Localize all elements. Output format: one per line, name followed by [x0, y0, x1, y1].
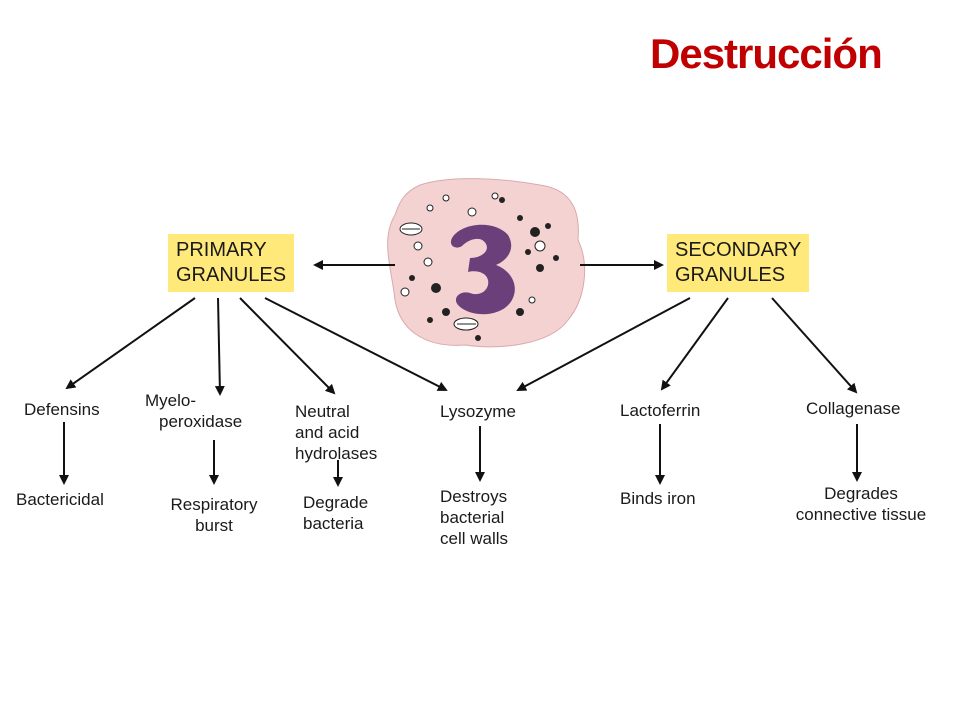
- enzyme-neutral-acid-hydrolases: Neutral and acid hydrolases: [295, 401, 377, 464]
- effect-degrades-line1: Degrades: [824, 484, 898, 503]
- neutrophil-cell-illustration: [387, 178, 586, 348]
- secondary-granules-line2: GRANULES: [675, 264, 786, 286]
- arrow-secondary-to-lactoferrin: [660, 297, 729, 391]
- nucleus: [450, 224, 515, 315]
- enzyme-myeloperoxidase-line2: peroxidase: [159, 412, 243, 431]
- primary-granules-line1: PRIMARY: [176, 239, 267, 261]
- effect-destroys-line1: Destroys: [440, 487, 508, 506]
- arrow-primary-to-myeloperoxidase: [214, 297, 225, 396]
- effect-destroys-cell-walls: Destroys bacterial cell walls: [440, 486, 508, 549]
- page-title: Destrucción: [650, 30, 883, 77]
- effect-destroys-line3: cell walls: [440, 529, 509, 548]
- effect-bactericidal: Bactericidal: [16, 490, 104, 509]
- effect-respiratory-burst-line1: Respiratory: [170, 495, 258, 514]
- effect-degrade-bacteria: Degrade bacteria: [303, 492, 368, 534]
- effect-degrade-bacteria-line1: Degrade: [303, 493, 369, 512]
- arrow-secondary-to-collagenase: [771, 297, 858, 394]
- arrow-primary-to-lysozyme: [264, 297, 448, 391]
- primary-granules-line2: GRANULES: [176, 264, 287, 286]
- arrow-primary-to-hydrolases: [239, 297, 336, 395]
- secondary-granules-box: SECONDARY GRANULES: [667, 234, 810, 292]
- enzyme-collagenase: Collagenase: [806, 399, 901, 418]
- effect-degrade-bacteria-line2: bacteria: [303, 514, 364, 533]
- enzyme-hydrolases-line2: and acid: [295, 423, 360, 442]
- enzyme-myeloperoxidase: Myelo- peroxidase: [145, 390, 242, 432]
- effect-degrades-connective-tissue: Degrades connective tissue: [786, 483, 936, 525]
- secondary-granules-line1: SECONDARY: [675, 239, 802, 261]
- effect-binds-iron: Binds iron: [620, 489, 696, 508]
- enzyme-myeloperoxidase-line1: Myelo-: [145, 391, 197, 410]
- effect-destroys-line2: bacterial: [440, 508, 505, 527]
- enzyme-lactoferrin: Lactoferrin: [620, 401, 701, 420]
- enzyme-lysozyme: Lysozyme: [440, 402, 516, 421]
- arrow-primary-to-defensins: [65, 297, 196, 390]
- arrow-secondary-to-lysozyme: [516, 297, 691, 391]
- effect-respiratory-burst-line2: burst: [195, 516, 233, 535]
- primary-granules-box: PRIMARY GRANULES: [168, 234, 295, 292]
- secondary-arrows: [516, 297, 858, 394]
- enzyme-hydrolases-line1: Neutral: [295, 402, 350, 421]
- effect-arrows: [59, 422, 862, 487]
- primary-arrows: [65, 297, 448, 396]
- effect-degrades-line2: connective tissue: [795, 505, 927, 524]
- effect-respiratory-burst: Respiratory burst: [164, 494, 264, 536]
- enzyme-hydrolases-line3: hydrolases: [295, 444, 378, 463]
- enzyme-defensins: Defensins: [24, 400, 100, 419]
